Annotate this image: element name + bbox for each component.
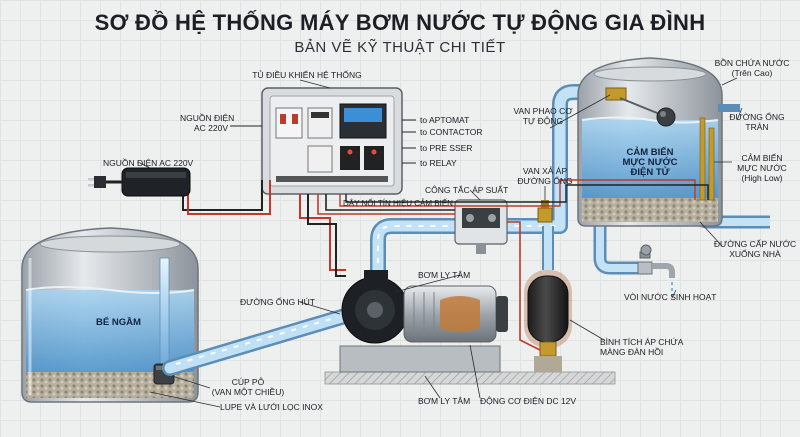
wiring: [182, 119, 709, 351]
label-level-sensor-side: CẢM BIẾN MỰC NƯỚC (High Low): [737, 153, 787, 183]
label-suction-pipe: ĐƯỜNG ỐNG HÚT: [240, 297, 315, 307]
label-underground-tank: BỂ NGẦM: [96, 317, 141, 328]
label-control-box: TỦ ĐIỀU KHIỂN HỆ THỐNG: [252, 70, 362, 80]
leader-lines: [139, 77, 743, 408]
page-title: SƠ ĐỒ HỆ THỐNG MÁY BƠM NƯỚC TỰ ĐỘNG GIA …: [94, 10, 706, 35]
label-to-aptomat: to APTOMAT: [420, 115, 470, 125]
page-subtitle: BẢN VẼ KỸ THUẬT CHI TIẾT: [294, 39, 506, 56]
label-pump-top: BƠM LY TÂM: [418, 270, 471, 280]
label-signal-wire: DÂY NỐI TÍN HIỆU CẢM BIẾN: [343, 199, 453, 208]
label-supply-line: ĐƯỜNG CẤP NƯỚC XUỐNG NHÀ: [713, 239, 797, 259]
suction-pipe: [162, 308, 353, 376]
label-to-contactor: to CONTACTOR: [420, 127, 483, 137]
control-box: [261, 87, 403, 195]
label-pressure-tank: BÌNH TÍCH ÁP CHỨA MÀNG ĐÀN HỒI: [600, 337, 684, 357]
label-tank-top: BỒN CHỨA NƯỚC (Trên Cao): [714, 58, 790, 78]
ground-base: [324, 371, 616, 385]
label-float-valve: VAN PHAO CƠ TỰ ĐỘNG: [513, 106, 573, 126]
label-level-sensor-box: CẢM BIẾN MỰC NƯỚC ĐIỆN TỬ: [622, 147, 678, 178]
label-to-pressser: to PRE SSER: [420, 143, 473, 153]
label-power-box: NGUỒN ĐIỆN AC 220V: [180, 113, 235, 133]
label-power-adapter: NGUỒN ĐIỆN AC 220V: [103, 158, 194, 168]
float-valve: [605, 87, 676, 127]
level-sensor-rods: [699, 117, 715, 201]
air-release-valve: [537, 200, 553, 223]
label-overflow: ĐƯỜNG ỐNG TRÀN: [729, 112, 785, 132]
label-check-valve: CÚP PÔ (VAN MỘT CHIỀU): [211, 377, 285, 397]
label-faucet: VÒI NƯỚC SINH HOẠT: [624, 292, 717, 302]
centrifugal-pump: [339, 270, 508, 373]
label-to-relay: to RELAY: [420, 158, 457, 168]
faucet: [637, 244, 675, 296]
label-pressure-switch: CÔNG TẮC ÁP SUẤT: [425, 185, 509, 195]
power-adapter: [88, 167, 191, 197]
label-motor: ĐỘNG CƠ ĐIỆN DC 12V: [480, 396, 577, 406]
pressure-tank: [524, 270, 572, 372]
label-pump-bottom: BƠM LY TÂM: [418, 396, 471, 406]
pressure-switch: [454, 199, 508, 254]
label-filter: LUPE VÀ LƯỚI LỌC INOX: [220, 402, 323, 412]
label-air-valve: VAN XẢ ÁP ĐƯỜNG ỐNG: [517, 166, 573, 186]
discharge-pipe: [370, 84, 610, 282]
